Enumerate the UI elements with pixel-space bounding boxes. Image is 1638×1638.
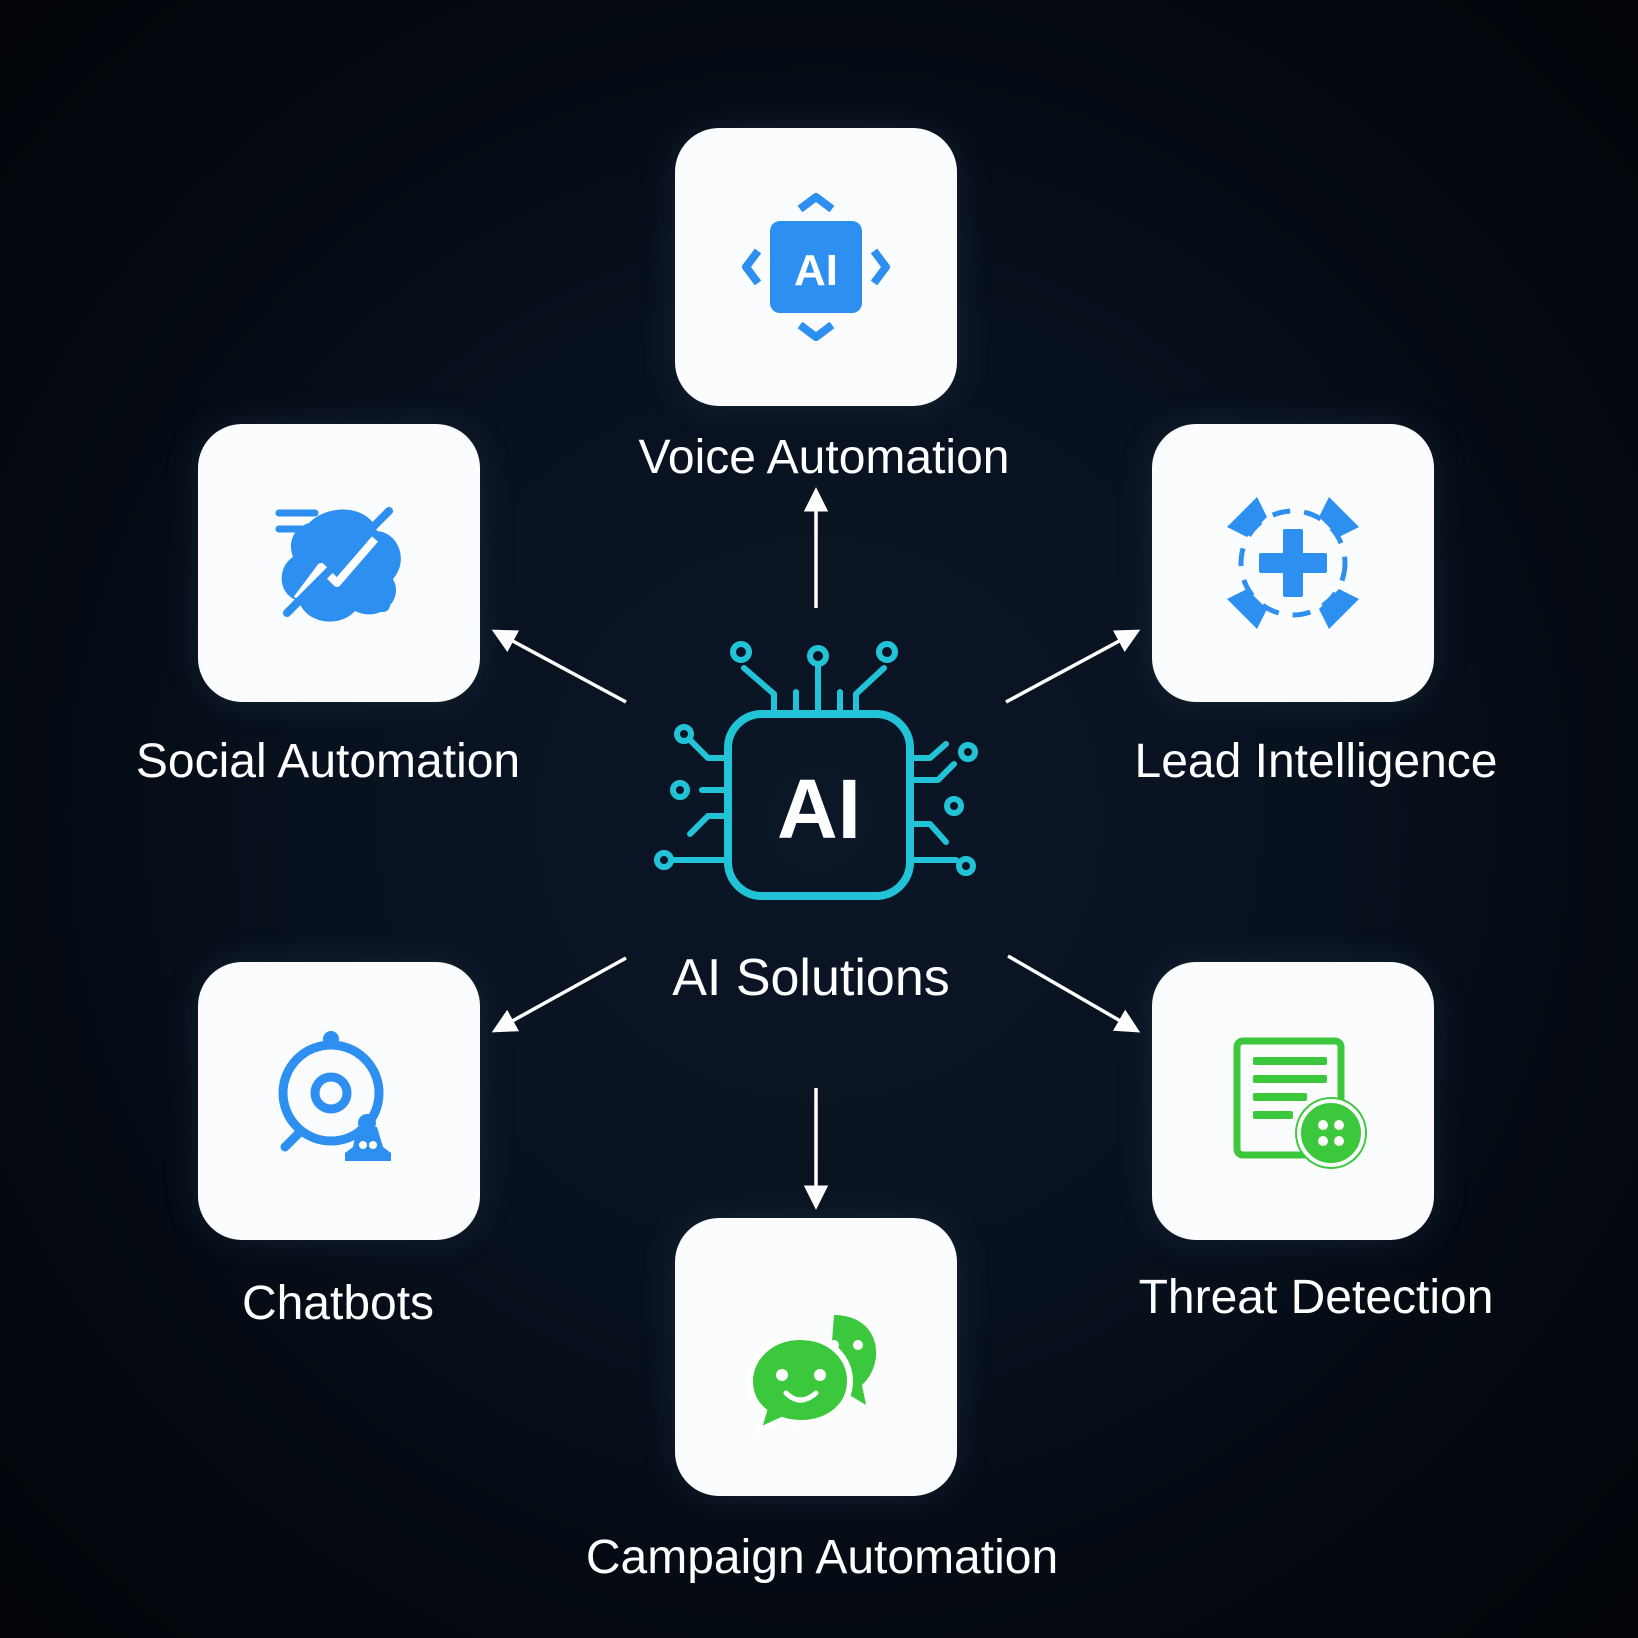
document-badge-icon [1233,1037,1367,1169]
hub-chip-text: AI [777,762,861,856]
ai-hub-chip-icon: AI [654,641,978,900]
node-card-threat[interactable] [1152,962,1434,1240]
chat-bubbles-icon [746,1315,877,1437]
hub-label: AI Solutions [672,949,950,1007]
arrow-to-threat [1007,954,1141,1033]
node-label-campaign: Campaign Automation [585,1531,1059,1584]
node-card-chatbots[interactable] [198,962,480,1240]
node-card-voice[interactable]: AI [675,128,957,406]
node-label-lead: Lead Intelligence [1134,735,1498,788]
node-label-threat: Threat Detection [1138,1271,1494,1324]
cross-arrows-icon [1227,497,1359,629]
node-card-campaign[interactable] [675,1218,957,1496]
trend-cloud-icon [275,507,401,622]
node-card-social[interactable] [198,424,480,702]
node-card-lead[interactable] [1152,424,1434,702]
voice-icon-ai-text: AI [794,246,838,295]
ai-chip-arrows-icon: AI [742,193,890,341]
arrow-to-chatbots [491,956,627,1033]
arrow-to-lead [1005,629,1141,704]
node-label-voice: Voice Automation [638,431,1010,484]
node-label-chatbots: Chatbots [241,1277,435,1330]
node-label-social: Social Automation [135,735,521,788]
bot-target-icon [278,1031,391,1161]
arrow-to-social [491,629,627,704]
